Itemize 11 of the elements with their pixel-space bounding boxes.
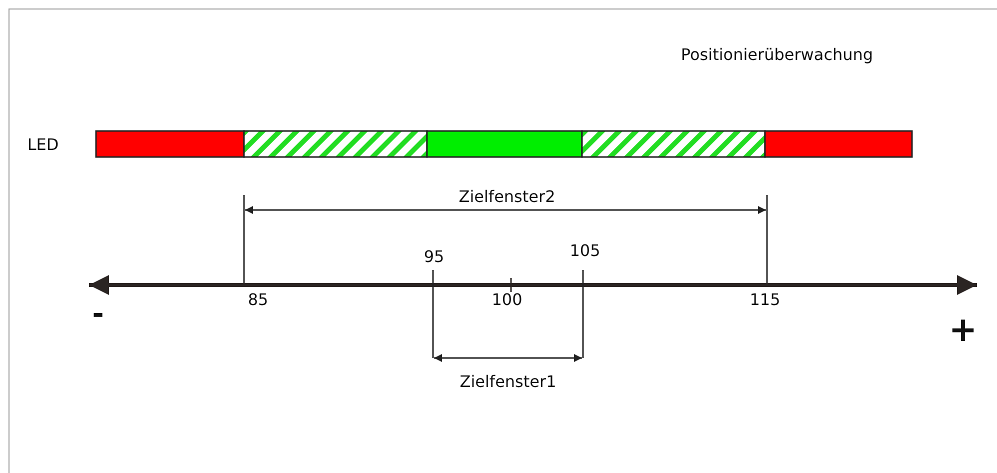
dimension-label: Zielfenster2 [458,187,556,207]
dimension-label: Zielfenster1 [460,372,556,392]
diagram-title: Positionierüberwachung [680,45,874,65]
sign-label: + [948,320,978,340]
tick-label: 85 [248,290,268,310]
tick-label: 115 [750,290,780,310]
row-label: LED [27,135,59,155]
sign-label: - [92,304,104,324]
tick-label: 95 [424,247,444,267]
tick-label: 100 [492,290,522,310]
tick-label: 105 [570,241,600,261]
